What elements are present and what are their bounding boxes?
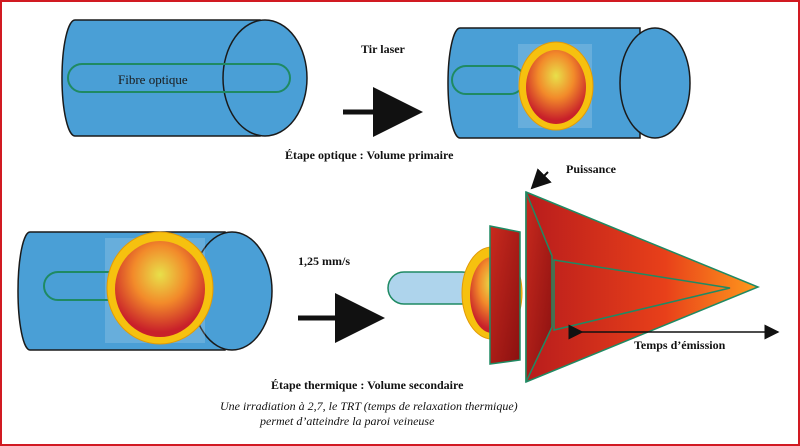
vessel-3 [17, 231, 273, 351]
optical-fiber [67, 63, 291, 93]
fiber-label: Fibre optique [118, 72, 188, 87]
note-line-2: permet d’atteindre la paroi veineuse [260, 414, 435, 428]
primary-volume [526, 50, 586, 124]
vessel-1 [61, 19, 308, 137]
inner-cone [553, 259, 731, 331]
secondary-volume [115, 241, 205, 337]
back-panel [489, 225, 521, 365]
thermal-step-label: Étape thermique : Volume secondaire [271, 378, 464, 392]
front-panel [525, 191, 553, 383]
note-line-1: Une irradiation à 2,7, le TRT (temps de … [220, 399, 518, 413]
vessel-2 [447, 27, 691, 139]
laser-shot-label: Tir laser [361, 42, 405, 56]
speed-label: 1,25 mm/s [298, 254, 350, 268]
power-label: Puissance [566, 162, 617, 176]
emission-time-label: Temps d’émission [634, 338, 726, 352]
power-pointer [530, 168, 552, 190]
emission-cone [387, 190, 760, 384]
optical-step-label: Étape optique : Volume primaire [285, 148, 454, 162]
